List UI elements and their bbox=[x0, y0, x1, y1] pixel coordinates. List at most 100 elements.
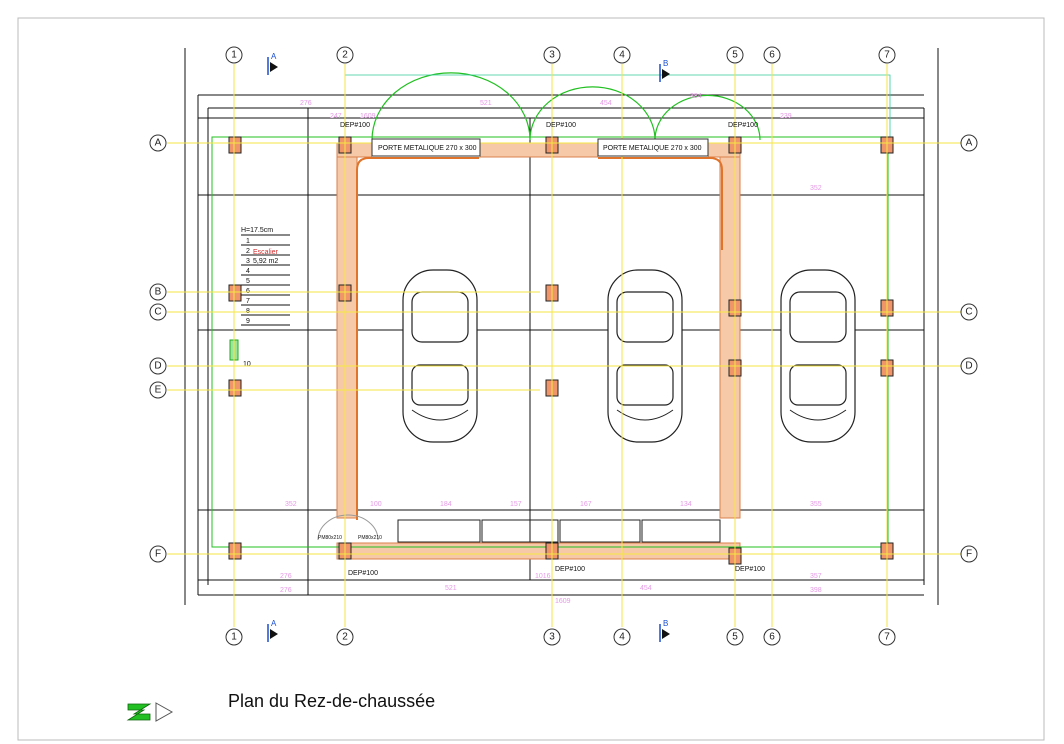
wall bbox=[336, 542, 741, 560]
wall bbox=[336, 149, 358, 519]
axis-label-C: C bbox=[154, 307, 161, 318]
dimension-label: 247 bbox=[330, 113, 342, 120]
axis-label-2: 2 bbox=[342, 50, 348, 61]
column bbox=[228, 136, 242, 154]
axis-bubble-D bbox=[149, 357, 167, 375]
dimension-label: 100 bbox=[370, 501, 382, 508]
garage-door-2 bbox=[597, 138, 709, 157]
stair-name: Escalier bbox=[253, 249, 279, 256]
axis-label-7: 7 bbox=[884, 632, 890, 643]
drawing-title: Plan du Rez-de-chaussée bbox=[228, 691, 435, 711]
stair-step-number: 9 bbox=[246, 318, 250, 325]
garage-door-track bbox=[356, 157, 723, 520]
dimension-label: 276 bbox=[280, 573, 292, 580]
axis-bubble-A bbox=[960, 134, 978, 152]
car-roof bbox=[411, 364, 469, 406]
dimension-label: 398 bbox=[810, 587, 822, 594]
axis-label-D: D bbox=[154, 361, 161, 372]
downspout-label: DEP#100 bbox=[728, 122, 758, 129]
entry-door-1-label: PM80x210 bbox=[318, 535, 342, 541]
axis-label-1: 1 bbox=[231, 632, 237, 643]
axis-bubble-4 bbox=[613, 628, 631, 646]
stair-step-number: 3 bbox=[246, 258, 250, 265]
axis-bubble-2 bbox=[336, 46, 354, 64]
section-arrow-icon bbox=[270, 62, 278, 72]
stair-step-number: 4 bbox=[246, 268, 250, 275]
car-roof bbox=[616, 364, 674, 406]
axis-bubble-D bbox=[960, 357, 978, 375]
garage-door-2-label: PORTE METALIQUE 270 x 300 bbox=[603, 145, 702, 152]
stair-step-number: 10 bbox=[243, 361, 251, 368]
downspout-label: DEP#100 bbox=[348, 570, 378, 577]
structure-layer: 1234567891027624752116094542393843522762… bbox=[184, 48, 939, 605]
car-hood bbox=[411, 409, 469, 421]
section-marker-label: B bbox=[663, 619, 668, 628]
section-marker-label: A bbox=[271, 52, 277, 61]
dimension-label: 1016 bbox=[535, 573, 551, 580]
dimension-label: 355 bbox=[810, 501, 822, 508]
north-arrow-icon bbox=[126, 702, 174, 722]
axis-label-E: E bbox=[155, 385, 162, 396]
axis-label-B: B bbox=[155, 287, 162, 298]
axis-bubble-3 bbox=[543, 628, 561, 646]
dimension-label: 352 bbox=[810, 185, 822, 192]
axis-label-F: F bbox=[155, 549, 161, 560]
axis-bubble-C bbox=[960, 303, 978, 321]
axis-label-F: F bbox=[966, 549, 972, 560]
garage-door-1-label: PORTE METALIQUE 270 x 300 bbox=[378, 145, 477, 152]
section-arrow-icon bbox=[270, 629, 278, 639]
dimension-label: 157 bbox=[510, 501, 522, 508]
axis-bubble-B bbox=[149, 283, 167, 301]
stair-step-number: 5 bbox=[246, 278, 250, 285]
axis-label-5: 5 bbox=[732, 632, 738, 643]
stair-height: H=17.5cm bbox=[241, 227, 273, 234]
downspout-label: DEP#100 bbox=[340, 122, 370, 129]
axis-bubble-E bbox=[149, 381, 167, 399]
car-windshield bbox=[789, 291, 847, 343]
dimension-label: 276 bbox=[280, 587, 292, 594]
axis-bubble-1 bbox=[225, 46, 243, 64]
axis-bubble-6 bbox=[763, 628, 781, 646]
axis-label-A: A bbox=[155, 138, 162, 149]
bay bbox=[481, 519, 559, 543]
dimension-label: 352 bbox=[285, 501, 297, 508]
axis-bubble-F bbox=[960, 545, 978, 563]
car-windshield bbox=[411, 291, 469, 343]
dimension-label: 454 bbox=[600, 100, 612, 107]
entry-door-arc bbox=[317, 514, 379, 541]
dimension-label: 521 bbox=[445, 585, 457, 592]
stair-step-number: 2 bbox=[246, 248, 250, 255]
downspout-label: DEP#100 bbox=[555, 566, 585, 573]
dimension-label: 167 bbox=[580, 501, 592, 508]
axis-bubble-A bbox=[149, 134, 167, 152]
car-windshield bbox=[616, 291, 674, 343]
door-swing-arc bbox=[371, 72, 531, 141]
axis-label-4: 4 bbox=[619, 632, 625, 643]
section-arrow-icon bbox=[662, 69, 670, 79]
axis-label-C: C bbox=[965, 307, 972, 318]
downspout-label: DEP#100 bbox=[735, 566, 765, 573]
dimension-label: 454 bbox=[640, 585, 652, 592]
axis-label-5: 5 bbox=[732, 50, 738, 61]
dimension-label: 184 bbox=[440, 501, 452, 508]
axis-label-4: 4 bbox=[619, 50, 625, 61]
dimension-label: 134 bbox=[680, 501, 692, 508]
axis-bubble-5 bbox=[726, 628, 744, 646]
stair-step-number: 7 bbox=[246, 298, 250, 305]
car-icon bbox=[780, 269, 856, 443]
axis-bubble-7 bbox=[878, 628, 896, 646]
axis-bubble-C bbox=[149, 303, 167, 321]
entry-door-2-label: PM80x210 bbox=[358, 535, 382, 541]
axis-label-D: D bbox=[965, 361, 972, 372]
axis-bubble-5 bbox=[726, 46, 744, 64]
dimension-label: 239 bbox=[780, 113, 792, 120]
section-marker-label: A bbox=[271, 619, 277, 628]
car-hood bbox=[789, 409, 847, 421]
car-icon bbox=[607, 269, 683, 443]
bay bbox=[641, 519, 721, 543]
section-marker-label: B bbox=[663, 59, 668, 68]
stair: H=17.5cm Escalier 5,92 m2 bbox=[241, 227, 279, 265]
dimension-label: 276 bbox=[300, 100, 312, 107]
